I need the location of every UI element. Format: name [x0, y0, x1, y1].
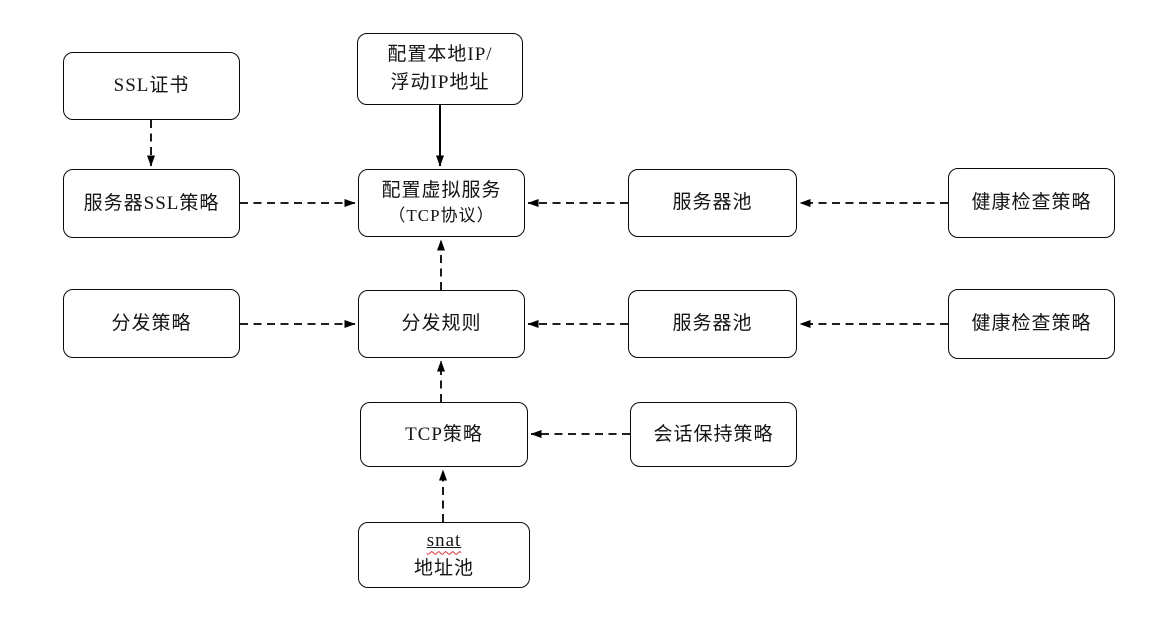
node-config-local-ip: 配置本地IP/ 浮动IP地址 — [357, 33, 523, 105]
snat-rest-text: 地址池 — [413, 558, 474, 579]
node-label: 服务器SSL策略 — [83, 192, 220, 214]
node-label-line1: 配置虚拟服务 — [381, 179, 502, 201]
node-label-line2: 浮动IP地址 — [390, 72, 490, 93]
node-label-line2: （TCP协议） — [388, 206, 495, 226]
node-virtual-service: 配置虚拟服务 （TCP协议） — [358, 169, 525, 237]
node-server-pool-top: 服务器池 — [628, 169, 797, 237]
node-ssl-cert: SSL证书 — [63, 52, 240, 120]
node-label: 分发规则 — [401, 313, 482, 335]
node-label: 健康检查策略 — [971, 192, 1092, 214]
node-dist-rule: 分发规则 — [358, 290, 525, 358]
node-label: 健康检查策略 — [971, 313, 1092, 335]
node-dist-policy: 分发策略 — [63, 289, 240, 358]
node-label: 服务器池 — [672, 313, 753, 335]
node-label: 分发策略 — [111, 312, 192, 334]
node-label: TCP策略 — [405, 423, 483, 445]
node-label-line1: 配置本地IP/ — [387, 44, 493, 66]
node-server-ssl-policy: 服务器SSL策略 — [63, 169, 240, 238]
node-health-check-mid: 健康检查策略 — [948, 289, 1115, 359]
node-label: 会话保持策略 — [653, 423, 774, 445]
node-session-persistence: 会话保持策略 — [630, 402, 797, 467]
node-label: 服务器池 — [672, 192, 753, 214]
node-label: SSL证书 — [113, 75, 190, 97]
node-health-check-top: 健康检查策略 — [948, 168, 1115, 238]
node-tcp-policy: TCP策略 — [360, 402, 528, 467]
node-server-pool-mid: 服务器池 — [628, 290, 797, 358]
snat-underlined-text: snat — [426, 530, 462, 552]
node-snat-pool: snat 地址池 — [358, 522, 530, 588]
node-label: snat 地址池 — [414, 527, 474, 582]
